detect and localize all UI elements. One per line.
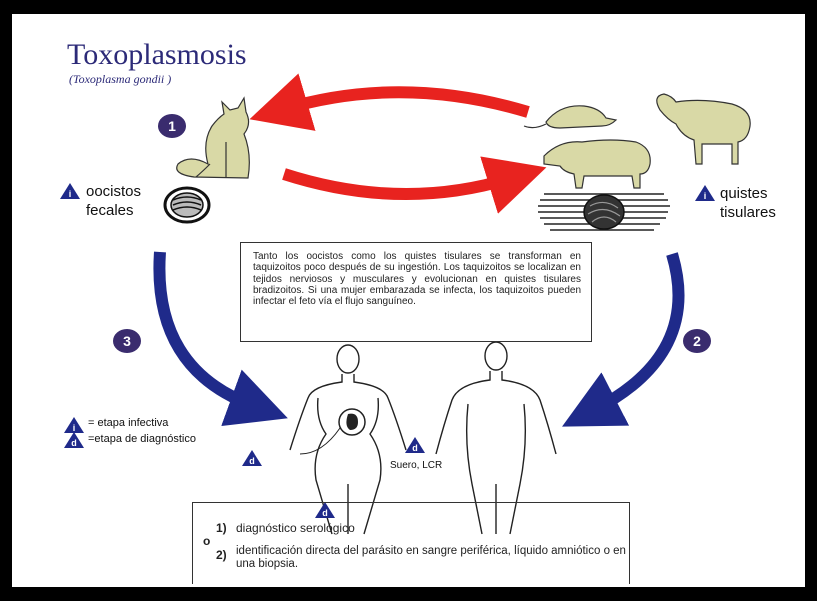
diagnosis-item-1: diagnóstico serológico [236, 521, 355, 535]
legend-infective-label: = etapa infectiva [88, 417, 168, 429]
legend-diagnostic-label: =etapa de diagnóstico [88, 433, 196, 445]
svg-text:i: i [704, 191, 707, 201]
diagnosis-or: o [203, 534, 210, 548]
diagram-subtitle: (Toxoplasma gondii ) [69, 72, 171, 87]
info-box: Tanto los oocistos como los quistes tisu… [240, 242, 592, 342]
step-2-number: 2 [693, 333, 701, 349]
svg-text:d: d [71, 438, 77, 448]
svg-text:i: i [69, 189, 72, 199]
serum-diagnostic-marker: d [405, 437, 425, 453]
serum-label: Suero, LCR [390, 460, 442, 471]
fetus-diagnostic-marker: d [242, 450, 262, 466]
step-2-badge: 2 [683, 329, 711, 353]
diagnosis-item-1-number: 1) [216, 521, 227, 535]
legend-diagnostic-marker: d [64, 432, 84, 448]
rat-illustration [524, 106, 616, 128]
diagnosis-item-2-number: 2) [216, 548, 227, 562]
arrow-cat-to-animals [284, 174, 512, 194]
oocysts-label: oocistos fecales [86, 182, 166, 220]
tissue-cyst-illustration [538, 194, 670, 230]
step-1-badge: 1 [158, 114, 186, 138]
step-3-badge: 3 [113, 329, 141, 353]
cat-illustration [177, 98, 250, 178]
info-text: Tanto los oocistos como los quistes tisu… [253, 251, 581, 307]
svg-text:d: d [412, 443, 418, 453]
cyst-infective-marker: i [695, 185, 715, 201]
fetus-illustration [300, 409, 365, 454]
oocyst-illustration [165, 188, 209, 222]
diagnosis-box [192, 502, 630, 584]
diagram-title: Toxoplasmosis [67, 38, 247, 72]
arrow-animals-to-cat [284, 92, 528, 112]
step-1-number: 1 [168, 118, 176, 134]
arrow-cysts-to-human [594, 254, 679, 410]
tissue-cysts-label: quistes tisulares [720, 184, 802, 222]
svg-text:i: i [73, 423, 76, 433]
step-3-number: 3 [123, 333, 131, 349]
sheep-illustration [657, 94, 750, 164]
oocyst-infective-marker: i [60, 183, 80, 199]
diagnosis-item-2: identificación directa del parásito en s… [236, 545, 628, 571]
diagram-frame: 1 2 3 [12, 14, 805, 587]
legend-infective-marker: i [64, 417, 84, 433]
svg-text:d: d [249, 456, 255, 466]
pig-illustration [544, 140, 650, 188]
